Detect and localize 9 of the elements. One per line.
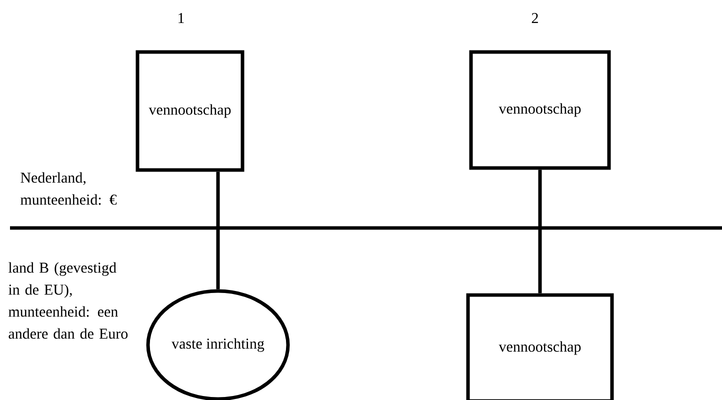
region-label: land B (gevestigd in de EU), munteenheid: een andere dan de Euro [8,262,128,339]
connector-line [538,170,542,294]
entity-box: vennootschap [136,50,244,172]
column-number: 1 [178,13,184,23]
connector-line [216,172,220,290]
region-label: Nederland, munteenheid: € [20,172,117,205]
entity-box: vennootschap [466,293,614,400]
column-number: 2 [532,13,538,23]
entity-box: vennootschap [469,50,611,170]
